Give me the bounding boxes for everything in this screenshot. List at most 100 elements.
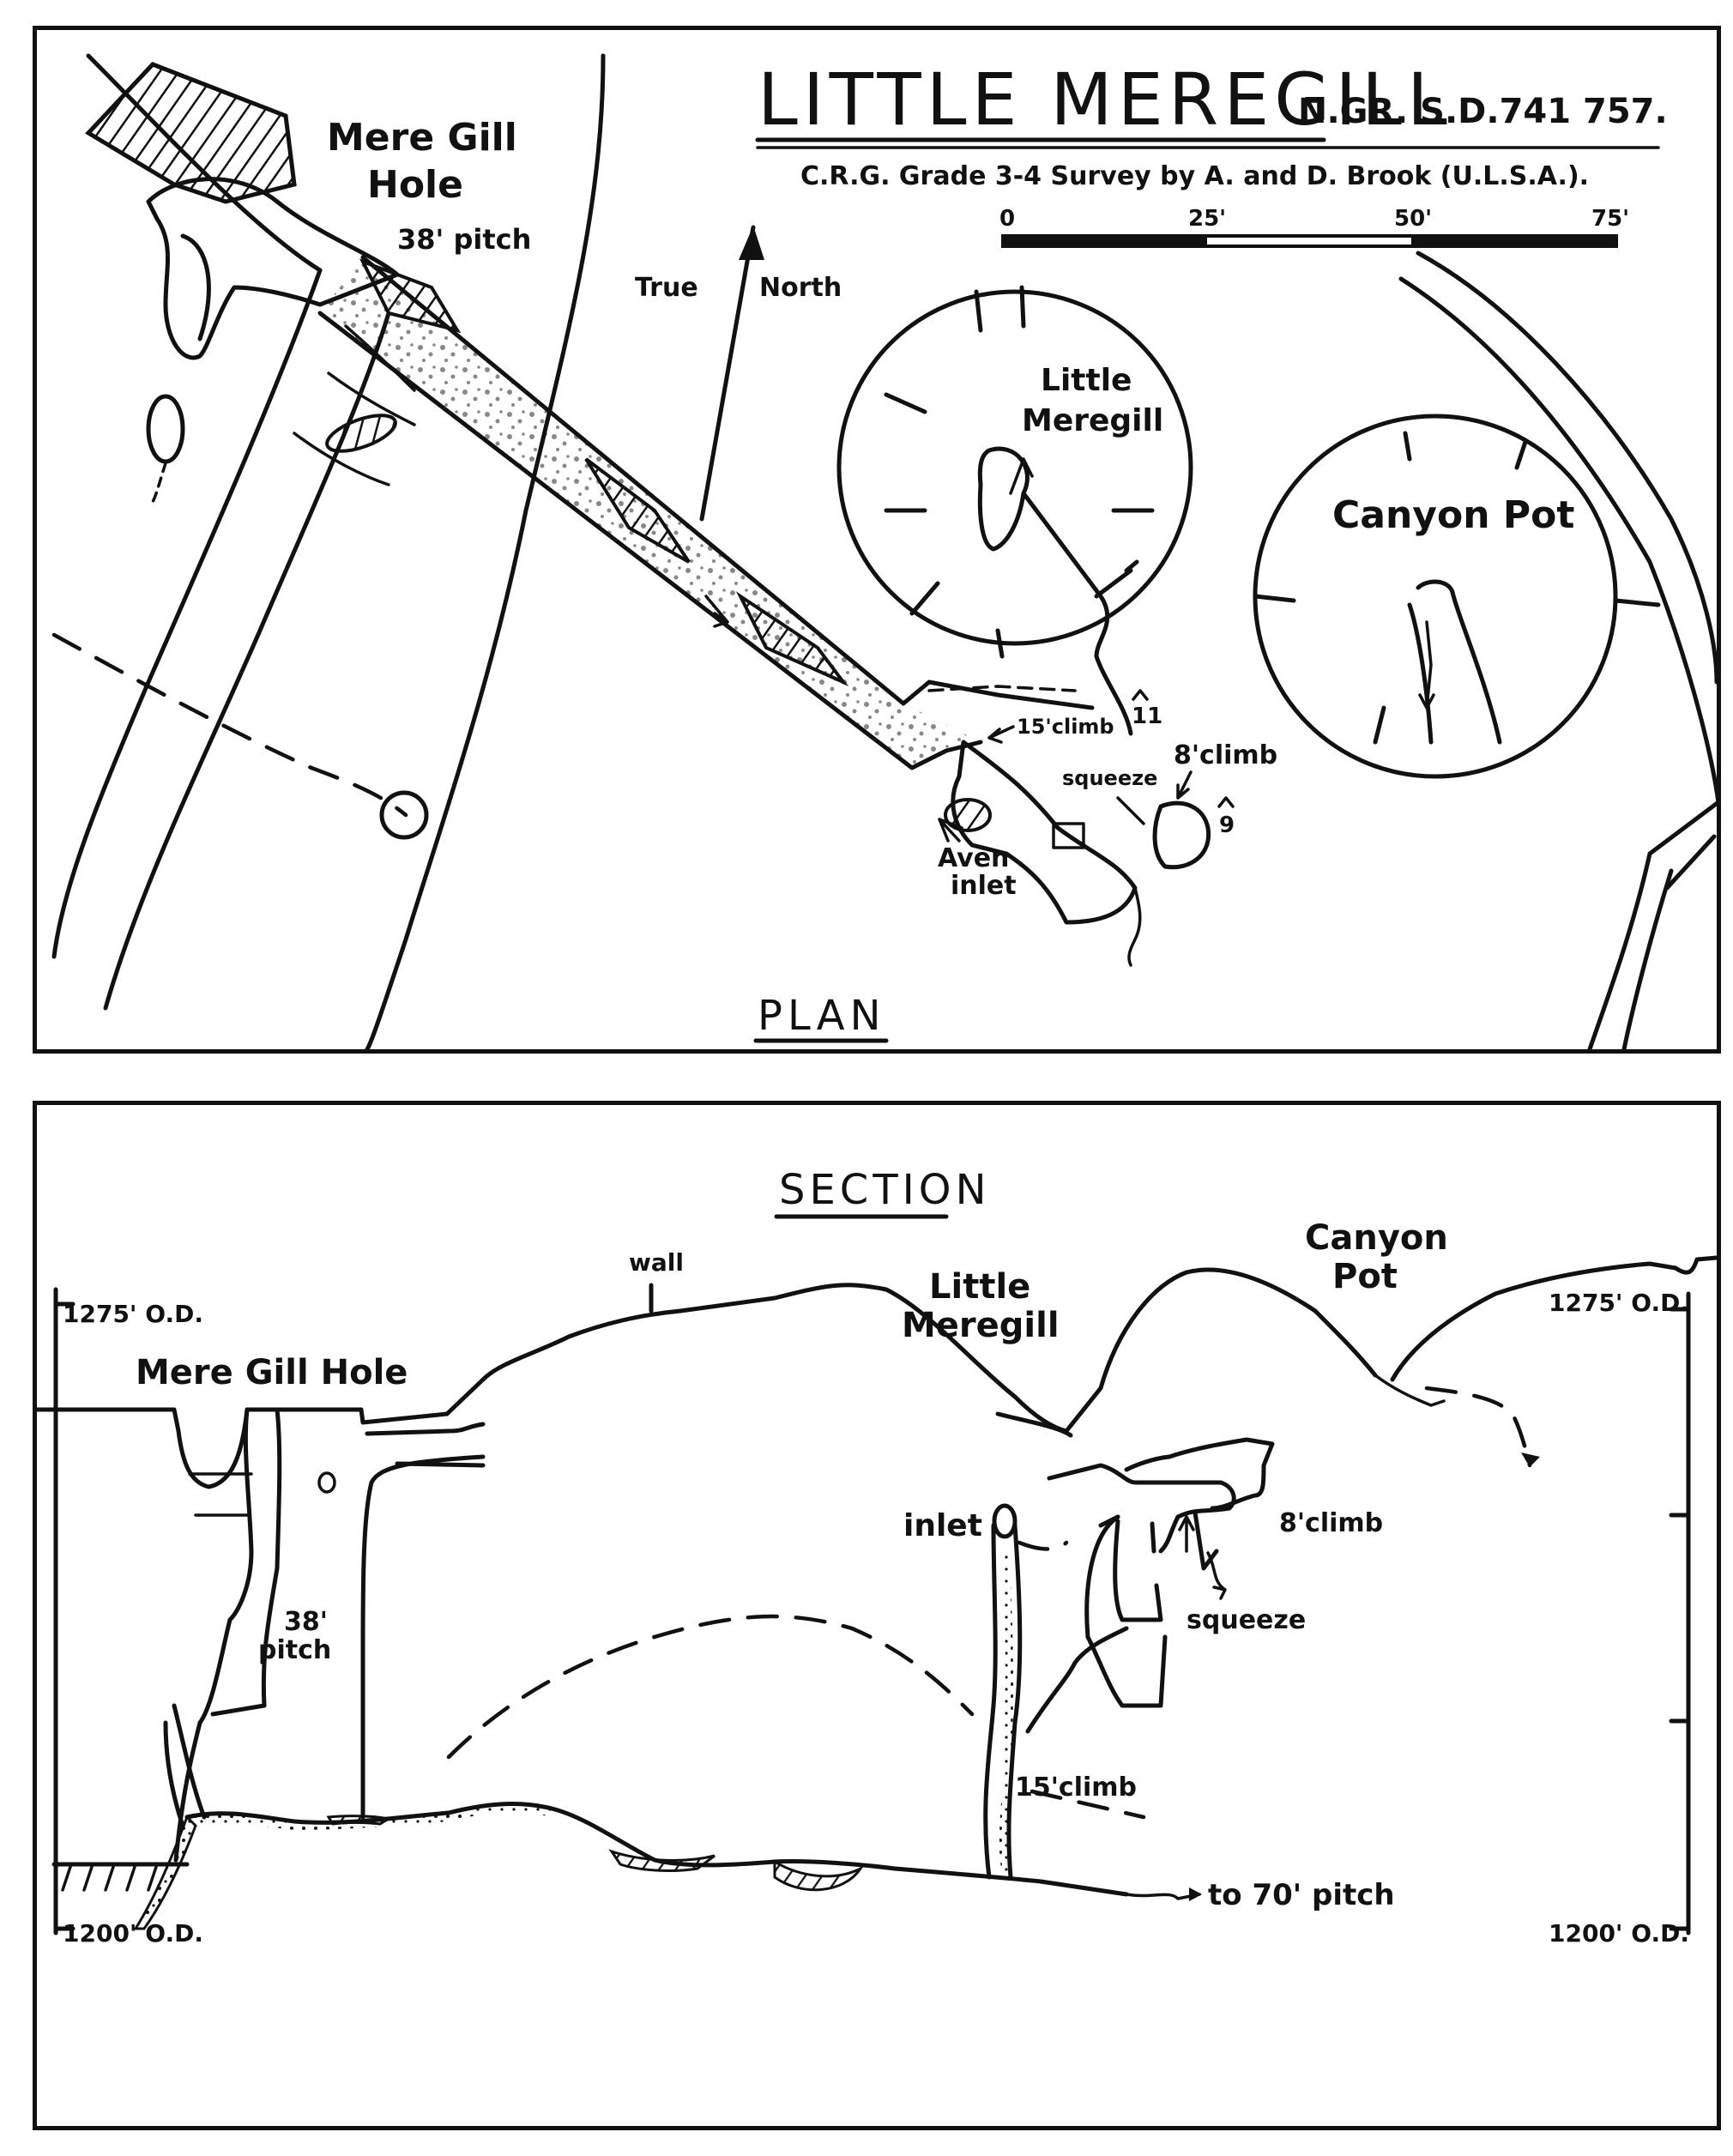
climb-15-arrow bbox=[987, 725, 1015, 744]
canyon-pot-circle bbox=[1253, 414, 1618, 779]
label-meregill: Meregill bbox=[1022, 403, 1163, 438]
shakehole-trickle bbox=[151, 462, 167, 504]
label-8-climb-section: 8'climb bbox=[1279, 1508, 1383, 1538]
outflow-line bbox=[1125, 1893, 1201, 1900]
label-inlet: inlet bbox=[903, 1508, 982, 1543]
climb-15-wall bbox=[1084, 1514, 1168, 1708]
dashed-wall bbox=[51, 632, 408, 818]
plan-panel: LITTLE MEREGILL N.GR. S.D.741 757. C.R.G… bbox=[33, 26, 1721, 1054]
little-meregill-entrance bbox=[977, 446, 1030, 552]
canyon-pot-hachures bbox=[1253, 431, 1661, 745]
label-pot: Pot bbox=[1332, 1257, 1398, 1296]
label-canyon-pot: Canyon Pot bbox=[1332, 493, 1574, 537]
valley-line-east bbox=[365, 53, 606, 1049]
canyon-pot-section: Canyon Pot bbox=[1305, 1218, 1540, 1468]
grid-reference: N.GR. S.D.741 757. bbox=[1298, 92, 1668, 131]
shaft-ledge bbox=[210, 1703, 267, 1717]
depth-11-caret bbox=[1132, 689, 1149, 701]
climb-15-passage bbox=[1025, 1626, 1129, 1734]
road-line-a bbox=[1398, 276, 1717, 804]
label-depth-9: 9 bbox=[1219, 812, 1235, 838]
label-little: Little bbox=[1041, 363, 1132, 398]
label-to-70-pitch: to 70' pitch bbox=[1208, 1878, 1395, 1912]
passage-floor-sediment bbox=[187, 1803, 552, 1830]
survey-credit: C.R.G. Grade 3-4 Survey by A. and D. Bro… bbox=[800, 161, 1589, 191]
right-datum-scale: 1275' O.D. 1200' O.D. bbox=[1549, 1289, 1691, 1948]
scale-label-75: 75' bbox=[1591, 206, 1629, 232]
label-aven: Aven bbox=[938, 843, 1009, 873]
upper-series-roof bbox=[1047, 1463, 1236, 1554]
squeeze-arrow bbox=[1178, 1515, 1195, 1553]
label-squeeze-section: squeeze bbox=[1187, 1605, 1306, 1635]
west-features bbox=[146, 394, 429, 840]
canyon-pot-channel bbox=[1407, 579, 1502, 745]
passage-roof-link bbox=[365, 1422, 486, 1436]
scale-bar-seg3 bbox=[1411, 236, 1616, 246]
mere-gill-hole: Mere Gill Hole 38' pitch bbox=[85, 62, 531, 360]
mere-gill-channel bbox=[180, 233, 211, 341]
north-arrow: True North bbox=[635, 225, 842, 522]
outflow bbox=[1127, 886, 1142, 967]
left-datum-scale: 1275' O.D. 1200' O.D. bbox=[53, 1287, 203, 1948]
label-mere-gill-hole: Mere Gill Hole bbox=[136, 1353, 408, 1392]
ground-hatching bbox=[61, 1863, 159, 1892]
canyon-pot-arrow bbox=[1418, 620, 1435, 710]
main-passage bbox=[317, 255, 1095, 770]
little-meregill-shakehole: Little Meregill bbox=[836, 285, 1193, 736]
valley-lines bbox=[51, 53, 606, 1049]
scale-label-0: 0 bbox=[999, 206, 1015, 232]
surface-little-meregill bbox=[1064, 1267, 1378, 1434]
mere-gill-entrance bbox=[146, 177, 400, 360]
inlet-right-wall bbox=[1006, 1523, 1023, 1880]
mere-gill-shaft: Mere Gill Hole 38' pitch bbox=[136, 1353, 408, 1863]
surface-canyon bbox=[1390, 1255, 1717, 1382]
label-15-climb: 15'climb bbox=[1017, 715, 1114, 739]
plan-drawing: LITTLE MEREGILL N.GR. S.D.741 757. C.R.G… bbox=[51, 53, 1717, 1049]
road-junction bbox=[1647, 800, 1717, 891]
shakehole-west bbox=[146, 394, 185, 464]
flow-arrow bbox=[704, 595, 729, 628]
valley-tick-3 bbox=[293, 432, 390, 486]
floor-pool-2 bbox=[773, 1859, 865, 1892]
canyon-pot-shakehole: Canyon Pot bbox=[1253, 414, 1661, 779]
scale-label-50: 50' bbox=[1394, 206, 1432, 232]
label-15-climb-section: 15'climb bbox=[1015, 1773, 1137, 1803]
surface-central bbox=[444, 1283, 1069, 1434]
scale-label-25: 25' bbox=[1188, 206, 1226, 232]
road-line-b bbox=[1416, 251, 1717, 685]
stream-channel bbox=[1021, 491, 1133, 736]
canyon-pot-dashed bbox=[1424, 1386, 1532, 1468]
north-arrow-head bbox=[739, 226, 764, 260]
east-road bbox=[1398, 251, 1717, 1049]
scale-bar: 0 25' 50' 75' bbox=[999, 206, 1629, 248]
entrance-scree bbox=[133, 1815, 197, 1930]
label-1275-right: 1275' O.D. bbox=[1549, 1289, 1689, 1317]
stream-branch bbox=[1094, 559, 1139, 599]
climb-8-arrow bbox=[1176, 770, 1193, 800]
south-chambers: Aven inlet 15'climb squeeze 8'climb 9 11 bbox=[938, 689, 1277, 967]
label-8-climb: 8'climb bbox=[1174, 740, 1277, 770]
label-wall: wall bbox=[629, 1248, 684, 1277]
chamber-main bbox=[951, 740, 1138, 925]
canyon-pot-arrowhead bbox=[1521, 1452, 1540, 1467]
shaft-ledges bbox=[188, 1472, 253, 1517]
scale-bar-seg1 bbox=[1003, 236, 1207, 246]
label-depth-11: 11 bbox=[1132, 704, 1162, 729]
label-canyon: Canyon bbox=[1305, 1218, 1448, 1258]
plan-heading: PLAN bbox=[758, 992, 886, 1040]
aven-arrow bbox=[938, 818, 963, 842]
north-label-north: North bbox=[759, 273, 842, 303]
passage-dashed-roof bbox=[446, 1614, 975, 1760]
entrance-rim bbox=[1009, 457, 1034, 495]
little-meregill-circle bbox=[836, 289, 1193, 646]
label-aven-inlet: inlet bbox=[951, 871, 1017, 901]
title-block: LITTLE MEREGILL N.GR. S.D.741 757. C.R.G… bbox=[755, 57, 1668, 191]
passage-dashed-continuation bbox=[927, 685, 1077, 692]
label-1200-left: 1200' O.D. bbox=[63, 1919, 203, 1948]
shaft-left-wall bbox=[173, 1407, 254, 1863]
squeeze-pointer bbox=[1116, 796, 1145, 825]
floor-pool-1 bbox=[608, 1849, 716, 1872]
floor-pool-3 bbox=[326, 1815, 393, 1826]
label-hole: Hole bbox=[367, 163, 463, 207]
label-1275-left: 1275' O.D. bbox=[63, 1300, 203, 1328]
